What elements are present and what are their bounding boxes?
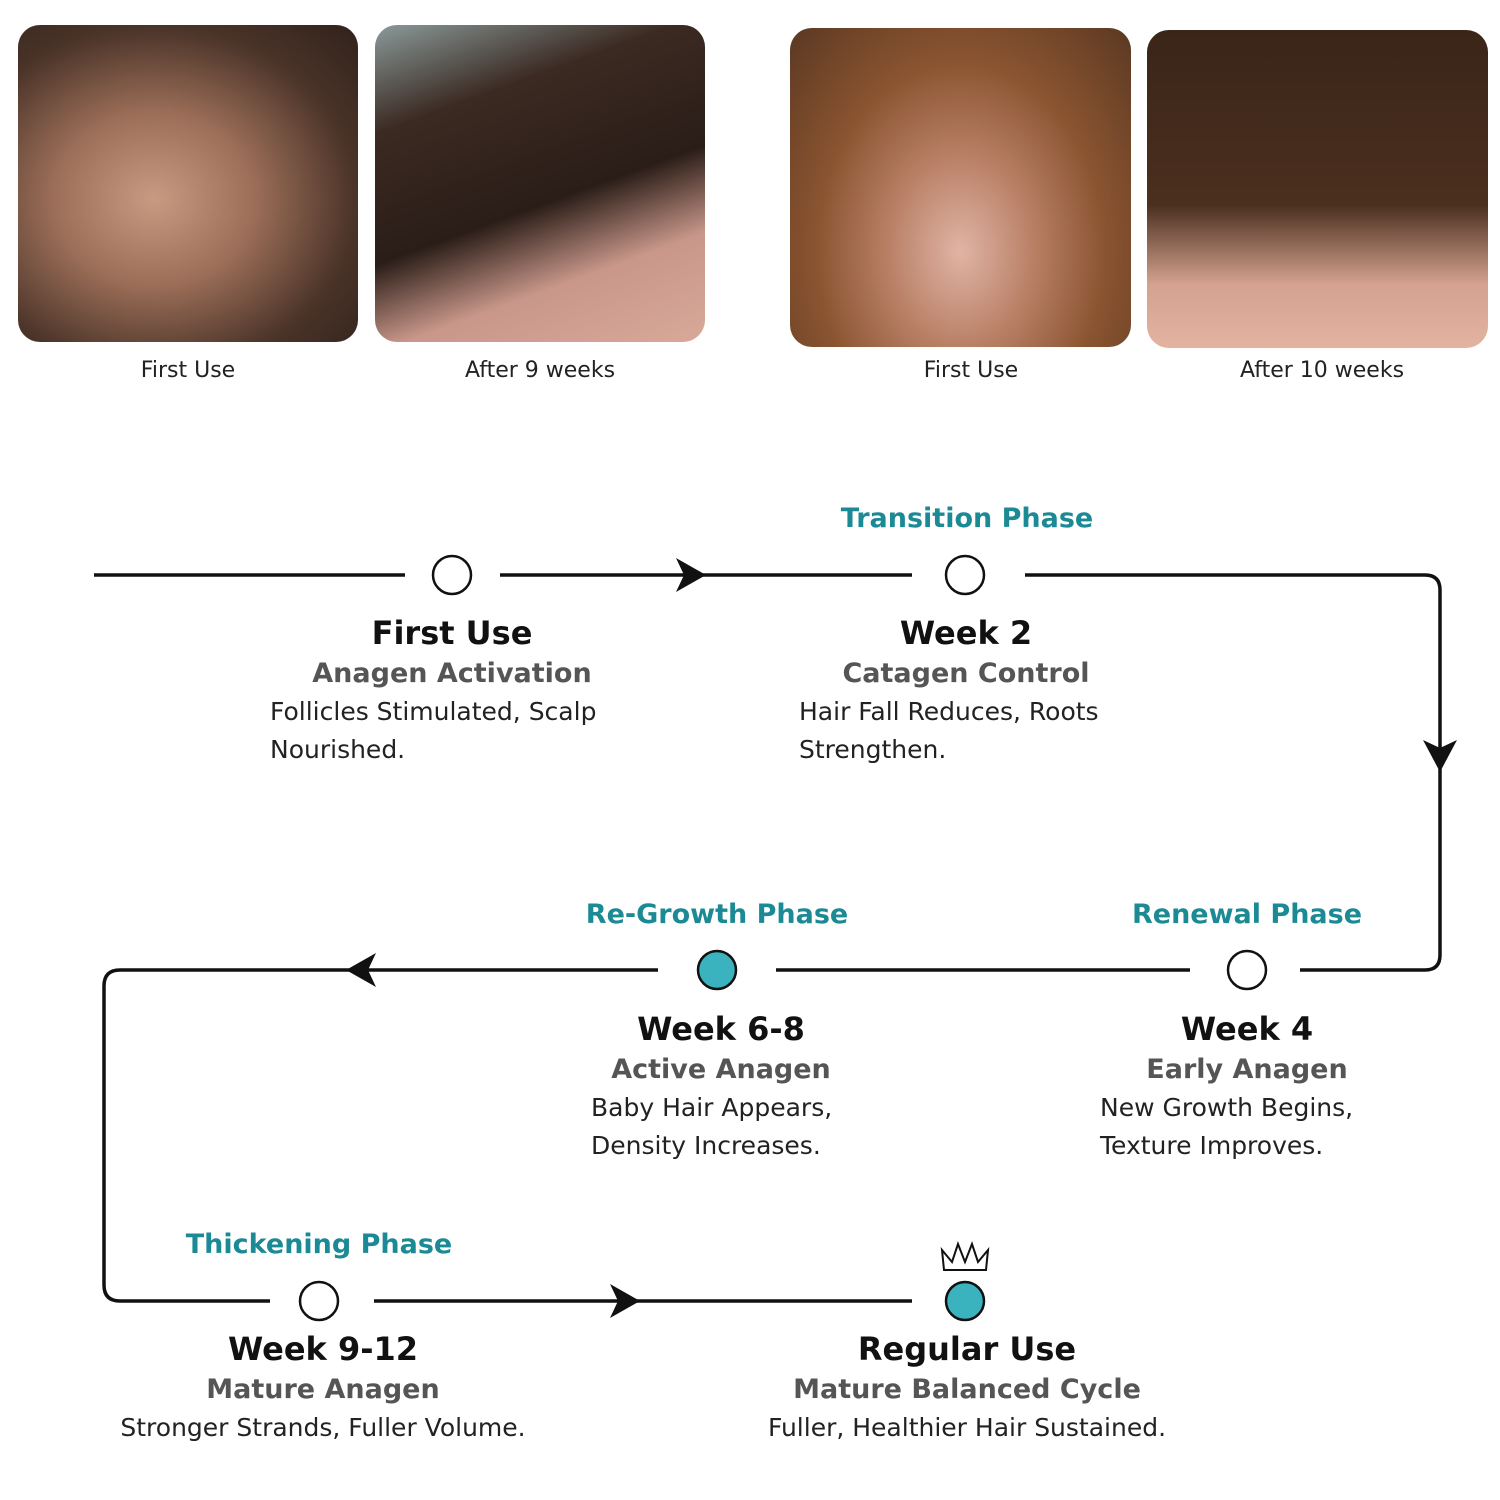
- crown-icon: [940, 1241, 990, 1271]
- photo-caption: First Use: [140, 358, 236, 383]
- photo-caption: First Use: [923, 358, 1019, 383]
- phase-label-thickening: Thickening Phase: [185, 1229, 453, 1260]
- step-title: First Use: [371, 614, 533, 652]
- step-subtitle: Anagen Activation: [312, 658, 592, 689]
- step-desc: Baby Hair Appears,Density Increases.: [591, 1093, 833, 1160]
- photo-woman-after-10-weeks: [1147, 30, 1488, 348]
- milestone-circle-active: [696, 949, 738, 991]
- photo-man-after-9-weeks: [375, 25, 705, 342]
- milestone-circle: [944, 554, 986, 596]
- step-first-use: First Use Anagen Activation Follicles St…: [270, 614, 640, 769]
- milestone-circle-active: [944, 1280, 986, 1322]
- step-subtitle: Mature Anagen: [206, 1374, 440, 1405]
- step-title: Week 9-12: [227, 1330, 419, 1368]
- photo-woman-first-use: [790, 28, 1131, 347]
- step-title: Week 2: [899, 614, 1033, 652]
- milestone-circle: [431, 554, 473, 596]
- arrow-right-icon: [610, 1284, 640, 1318]
- timeline-line: [1025, 573, 1442, 972]
- step-subtitle: Active Anagen: [611, 1054, 831, 1085]
- step-desc: Stronger Strands, Fuller Volume.: [120, 1413, 526, 1442]
- step-regular-use: Regular Use Mature Balanced Cycle Fuller…: [697, 1330, 1237, 1447]
- phase-label-transition: Transition Phase: [840, 503, 1094, 534]
- arrow-right-icon: [676, 558, 706, 592]
- step-title: Week 4: [1180, 1010, 1314, 1048]
- step-title: Regular Use: [857, 1330, 1077, 1368]
- arrow-left-icon: [346, 953, 376, 987]
- arrow-down-icon: [1423, 740, 1457, 772]
- phase-label-renewal: Renewal Phase: [1131, 899, 1363, 930]
- step-title: Week 6-8: [637, 1010, 805, 1048]
- step-desc: Fuller, Healthier Hair Sustained.: [767, 1413, 1167, 1442]
- milestone-circle: [298, 1280, 340, 1322]
- step-subtitle: Catagen Control: [842, 658, 1090, 689]
- step-subtitle: Mature Balanced Cycle: [793, 1374, 1141, 1405]
- step-subtitle: Early Anagen: [1146, 1054, 1348, 1085]
- step-week-9-12: Week 9-12 Mature Anagen Stronger Strands…: [53, 1330, 593, 1447]
- photo-caption: After 10 weeks: [1239, 358, 1405, 383]
- photo-man-first-use: [18, 25, 358, 342]
- timeline-line: [102, 968, 658, 1303]
- photo-caption: After 9 weeks: [464, 358, 616, 383]
- step-desc: New Growth Begins,Texture Improves.: [1100, 1093, 1354, 1160]
- step-week-6-8: Week 6-8 Active Anagen Baby Hair Appears…: [591, 1010, 911, 1165]
- step-week-2: Week 2 Catagen Control Hair Fall Reduces…: [799, 614, 1169, 769]
- milestone-circle: [1226, 949, 1268, 991]
- step-week-4: Week 4 Early Anagen New Growth Begins,Te…: [1100, 1010, 1420, 1165]
- phase-label-regrowth: Re-Growth Phase: [585, 899, 849, 930]
